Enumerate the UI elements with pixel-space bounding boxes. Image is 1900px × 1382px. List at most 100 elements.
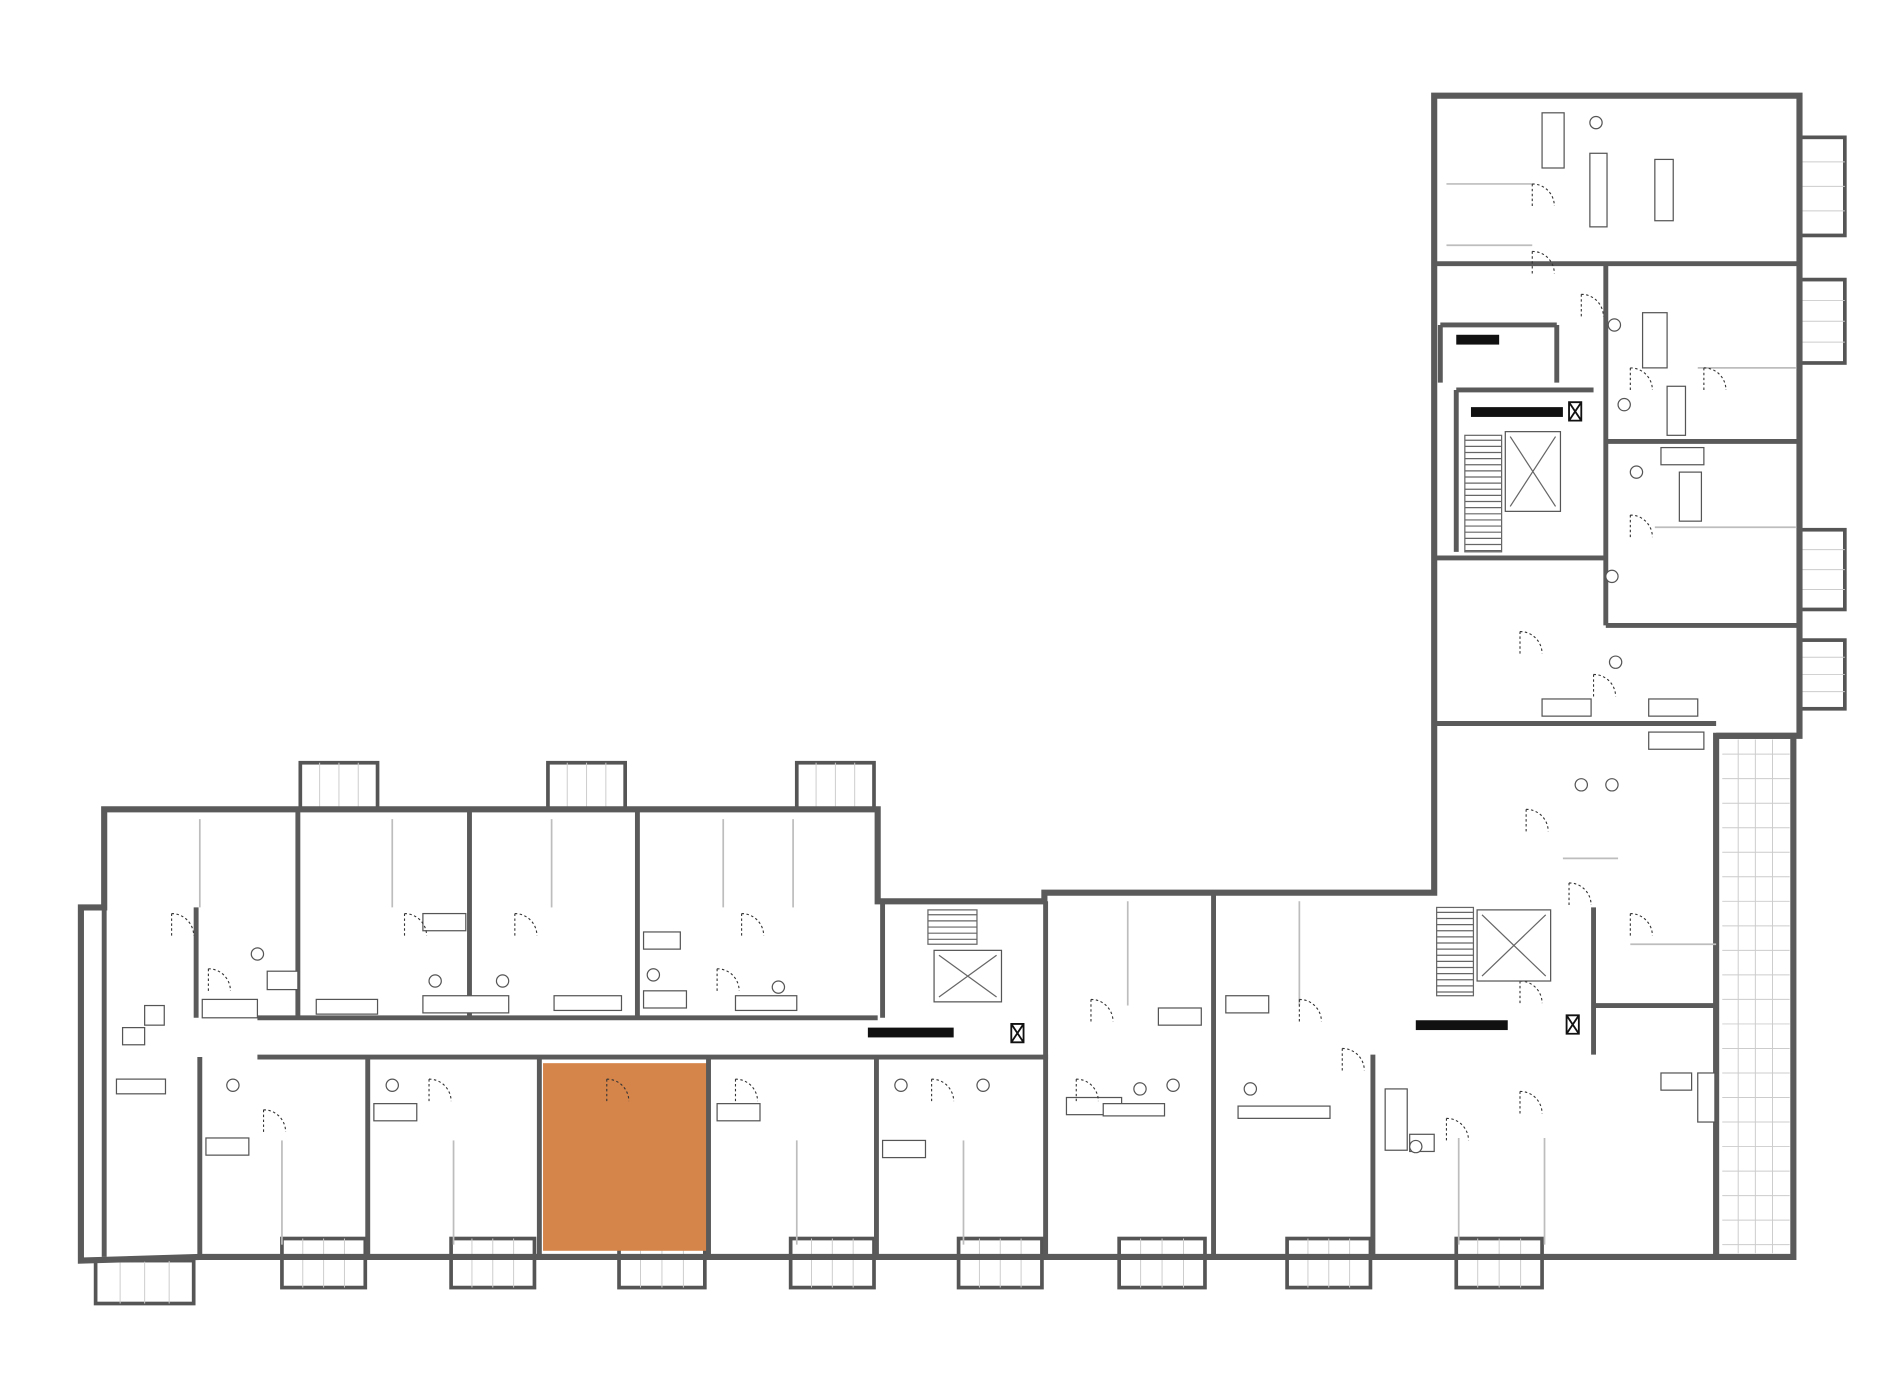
fixture — [422, 995, 510, 1014]
left-wing-outline — [77, 92, 1803, 1264]
highlighted-apartment[interactable] — [543, 1063, 708, 1251]
fixture — [1541, 698, 1592, 717]
sanitary-fixture — [1617, 397, 1631, 412]
fixture — [115, 1078, 167, 1095]
door-swing — [1525, 808, 1549, 832]
door-swing — [716, 968, 740, 991]
door-swing — [1580, 293, 1604, 317]
door-swing — [741, 913, 765, 936]
sanitary-fixture — [495, 974, 510, 988]
fixture — [1384, 1088, 1408, 1151]
sanitary-fixture — [1409, 1139, 1423, 1154]
door-swing — [514, 913, 538, 936]
sanitary-fixture — [894, 1078, 908, 1092]
sanitary-fixture — [250, 947, 265, 961]
fixture — [734, 995, 798, 1012]
fixture — [642, 990, 688, 1009]
ventilation-shaft — [1415, 1020, 1508, 1031]
fixture — [1102, 1103, 1166, 1117]
fixture — [266, 970, 299, 991]
fixture — [315, 998, 379, 1015]
interior-walls — [101, 183, 1800, 1257]
fixture — [201, 998, 259, 1019]
sanitary-fixture — [1574, 778, 1589, 792]
door-swing — [428, 1078, 452, 1102]
ventilation-shaft — [1456, 334, 1500, 345]
doors — [171, 183, 1727, 1141]
door-swing — [606, 1078, 630, 1102]
door-swing — [1629, 514, 1653, 538]
door-swing — [1519, 1090, 1543, 1114]
door-swing — [734, 1078, 759, 1102]
door-swing — [1075, 1078, 1099, 1102]
sanitary-fixture — [1607, 318, 1622, 332]
door-swing — [1568, 882, 1592, 905]
sanitary-fixture — [771, 980, 786, 994]
sanitary-fixture — [1589, 115, 1603, 130]
fixture — [144, 1004, 165, 1026]
fixture — [121, 1026, 146, 1046]
door-swing — [1592, 673, 1617, 697]
ventilation-shaft — [1470, 407, 1563, 417]
fixture — [205, 1137, 250, 1156]
fixture — [1648, 731, 1705, 750]
riser-icon — [1010, 1023, 1025, 1044]
elevator-cross-icon — [938, 954, 997, 998]
door-swing — [1703, 367, 1727, 390]
fixture — [1589, 152, 1608, 228]
fixture — [422, 912, 467, 932]
sanitary-fixture — [1608, 655, 1623, 669]
outer-walls — [77, 92, 1803, 1264]
door-swing — [1090, 998, 1114, 1022]
sanitary-fixture — [428, 974, 442, 988]
terrace — [1722, 739, 1790, 1254]
fixture — [373, 1103, 418, 1122]
fixture — [1660, 446, 1705, 466]
door-swing — [171, 913, 195, 936]
fixture — [1648, 698, 1699, 717]
sanitary-fixture — [1166, 1078, 1180, 1092]
balconies — [93, 135, 1847, 1306]
fixture — [642, 931, 681, 950]
fixture — [1541, 112, 1565, 169]
fixture — [716, 1103, 761, 1122]
door-swing — [1341, 1047, 1365, 1071]
stairwell — [1464, 434, 1503, 553]
door-swing — [1531, 250, 1555, 274]
fixture — [1225, 995, 1270, 1014]
sanitary-fixture — [976, 1078, 990, 1092]
fixture — [1237, 1105, 1331, 1119]
fixture — [553, 995, 623, 1012]
terrace-outline — [1716, 732, 1797, 1260]
sanitary-fixture — [1133, 1082, 1147, 1096]
door-swing — [207, 968, 232, 991]
sanitary-fixture — [1243, 1082, 1258, 1096]
door-swing — [1629, 913, 1653, 936]
fixture — [1641, 312, 1668, 369]
stair-elevator-cores — [867, 334, 1583, 1044]
fixture — [1660, 1072, 1693, 1091]
fixtures — [115, 112, 1716, 1159]
fixture — [881, 1139, 927, 1159]
door-swing — [1629, 367, 1653, 390]
door-swing — [1531, 183, 1555, 207]
door-swing — [1298, 998, 1322, 1022]
sanitary-fixture — [1605, 569, 1619, 584]
sanitary-fixture — [385, 1078, 399, 1092]
elevator-cross-icon — [1481, 914, 1547, 977]
fixture — [1157, 1007, 1202, 1026]
sanitary-fixture — [226, 1078, 240, 1092]
door-swing — [1445, 1117, 1470, 1141]
door-swing — [1519, 630, 1543, 654]
fixture — [1678, 471, 1703, 522]
stairwell — [1436, 906, 1475, 997]
ventilation-shaft — [867, 1027, 954, 1038]
fixture — [1654, 158, 1674, 222]
door-swing — [931, 1078, 955, 1102]
fixture — [1666, 385, 1687, 436]
riser-icon — [1565, 1014, 1580, 1035]
door-swing — [262, 1109, 287, 1132]
elevator-cross-icon — [1509, 436, 1557, 507]
riser-icon — [1568, 401, 1583, 422]
